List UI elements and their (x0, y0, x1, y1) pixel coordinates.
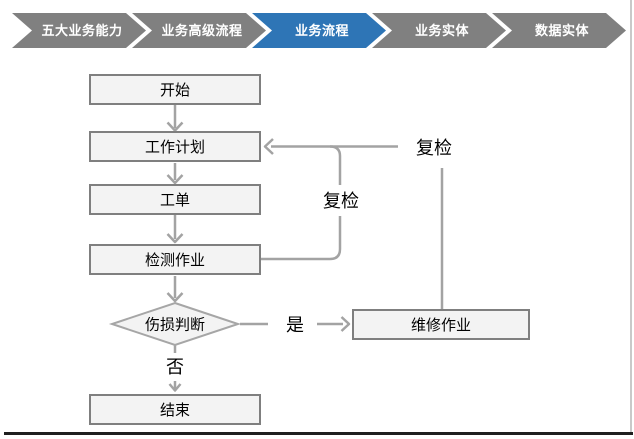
edge-label-no: 否 (163, 353, 187, 379)
edge-inspection-to-decision (166, 276, 184, 303)
flow-node-start: 开始 (89, 74, 261, 105)
flow-node-damage-decision (108, 301, 242, 347)
bottom-rule (4, 432, 633, 435)
edge-order-to-inspection (166, 215, 184, 244)
flow-node-inspection: 检测作业 (89, 244, 261, 275)
edge-decision-no-to-end (168, 345, 182, 392)
flow-node-repair: 维修作业 (352, 309, 530, 340)
flow-node-work-order: 工单 (89, 184, 261, 215)
flow-node-work-plan: 工作计划 (89, 131, 261, 162)
edge-label-recheck-right: 复检 (413, 134, 455, 160)
edge-decision-yes-to-repair (240, 316, 351, 332)
edge-recheck-inspection-to-plan (260, 138, 398, 261)
breadcrumb: 五大业务能力 业务高级流程 业务流程 业务实体 数据实体 (12, 13, 626, 48)
breadcrumb-item-business-process[interactable]: 业务流程 (252, 13, 386, 48)
flow-node-end: 结束 (89, 394, 261, 425)
breadcrumb-item-five-capabilities[interactable]: 五大业务能力 (12, 13, 146, 48)
flow-node-damage-decision-label: 伤损判断 (144, 316, 206, 334)
edge-label-yes: 是 (283, 311, 307, 337)
edge-start-to-plan (166, 105, 184, 132)
edge-plan-to-order (166, 163, 184, 185)
breadcrumb-item-high-level-process[interactable]: 业务高级流程 (132, 13, 266, 48)
breadcrumb-item-business-entity[interactable]: 业务实体 (372, 13, 506, 48)
edge-label-recheck-mid: 复检 (320, 187, 362, 213)
breadcrumb-item-data-entity[interactable]: 数据实体 (492, 13, 626, 48)
right-edge-border (630, 0, 632, 433)
